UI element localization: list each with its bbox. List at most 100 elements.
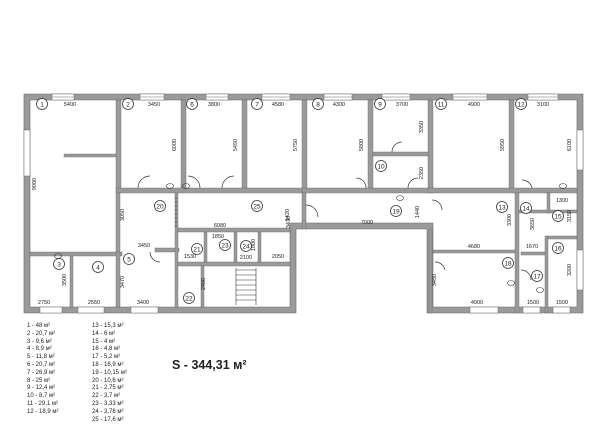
room-number: 12 [517,101,525,108]
room-number-badge [374,98,386,110]
legend-entry: 18 - 16,9 м² [92,361,124,368]
interior-wall [428,228,433,314]
interior-wall [115,187,303,194]
window [522,306,541,314]
room-number: 5 [127,256,131,263]
room-height: 3200 [567,264,573,276]
door-swing [391,141,403,153]
legend-entry: 19 - 10,15 м² [92,369,127,376]
room-number: 10 [377,163,385,170]
legend-entry: 17 - 5,2 м² [92,354,121,361]
legend-entry: 3 - 9,6 м² [27,338,52,345]
interior-wall [301,99,308,193]
room-number-badge [92,261,104,273]
window [130,306,159,314]
interior-wall [520,251,548,256]
door-swing [305,204,319,218]
legend-entry: 22 - 3,7 м² [92,393,121,400]
room-number: 18 [504,260,512,267]
room-15: 15 1300 3150 [552,198,573,222]
walls [23,93,584,314]
room-width: 4300 [333,102,345,108]
room-height: 5750 [293,139,299,151]
room-4: 4 2550 [88,261,104,306]
interior-wall [200,265,205,308]
room-number: 23 [221,242,229,249]
door-swing [137,175,151,189]
room-height: 3650 [530,218,536,230]
legend-entry: 10 - 8,7 м² [27,393,56,400]
interior-wall [177,261,291,267]
interior-wall [544,235,549,314]
room-number-badge [122,98,134,110]
sink-icon [559,183,567,189]
total-area: S - 344,31 м² [172,358,247,372]
room-width: 3800 [208,102,220,108]
interior-wall [427,187,578,194]
room-width: 1300 [556,198,568,204]
room-width: 3400 [137,300,149,306]
legend-entry: 21 - 2,75 м² [92,385,124,392]
window [576,249,584,291]
room-number: 15 [554,213,562,220]
windows [23,93,584,314]
legend-entry: 20 - 10,6 м² [92,377,124,384]
interior-wall [115,251,121,308]
room-width: 2550 [88,300,100,306]
interior-wall [367,99,374,193]
legend-entry: 25 - 17,6 м² [92,416,124,423]
room-height: 3450 [432,274,438,286]
door-swing [221,175,235,189]
room-width: 4680 [468,244,480,250]
interior-wall [546,235,578,240]
door-swing [434,261,446,271]
room-number-badge [191,243,203,255]
room-number-badge [186,98,198,110]
room-number-badge [240,240,252,252]
room-height: 3150 [567,210,573,222]
interior-wall [115,192,121,254]
room-number: 4 [96,264,100,271]
room-width: 2750 [38,300,50,306]
legend-entry: 23 - 3,33 м² [92,400,124,407]
room-height: 3470 [120,276,126,288]
interior-wall [69,255,74,308]
room-number: 16 [554,245,562,252]
room-number: 7 [255,101,259,108]
extra-dimension: 2050 [272,254,284,260]
room-number-badge [496,201,508,213]
room-width: 3450 [148,102,160,108]
room-height: 9000 [32,178,38,190]
sink-icon [507,280,515,286]
legend-entry: 5 - 11,8 м² [27,354,55,361]
door-swing [187,175,201,189]
room-number-badge [435,98,447,110]
interior-wall [508,99,515,193]
sink-icon [536,287,544,293]
interior-wall [514,192,520,314]
room-number: 25 [253,203,261,210]
window [23,129,31,177]
room-number-badge [183,292,195,304]
legend-entry: 1 - 48 м² [27,323,51,329]
room-height: 3050 [120,209,126,221]
room-height: 3350 [419,121,425,133]
room-width: 4900 [468,102,480,108]
legend-entry: 9 - 12,4 м² [27,385,56,392]
room-number: 13 [498,204,506,211]
sink-icon [182,183,190,189]
window [552,306,571,314]
